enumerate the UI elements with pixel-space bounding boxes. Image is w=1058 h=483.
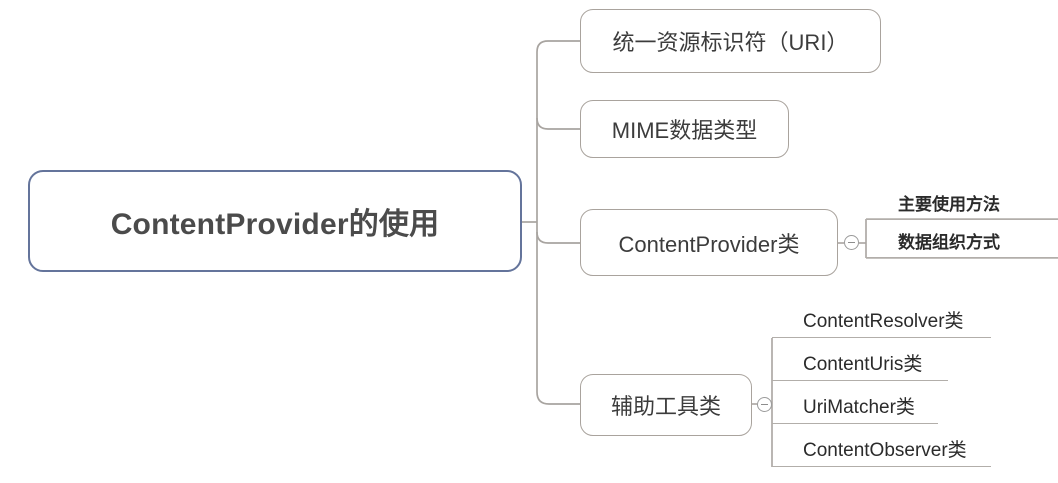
mindmap-leaf-urimatcher[interactable]: UriMatcher类 xyxy=(772,383,938,424)
leaf-data-organization-label: 数据组织方式 xyxy=(898,233,1000,252)
collapse-minus-icon[interactable] xyxy=(844,235,859,250)
root-node-label: ContentProvider的使用 xyxy=(110,208,440,241)
node-contentprovider-class-label: ContentProvider类 xyxy=(618,231,800,257)
node-uri-label: 统一资源标识符（URI） xyxy=(612,30,849,55)
mindmap-node-helper-tools-class[interactable]: 辅助工具类 xyxy=(580,374,752,436)
mindmap-root-node[interactable]: ContentProvider的使用 xyxy=(28,170,522,272)
leaf-contentresolver-label: ContentResolver类 xyxy=(803,311,964,332)
mindmap-node-uri[interactable]: 统一资源标识符（URI） xyxy=(580,9,881,73)
leaf-contenturis-label: ContentUris类 xyxy=(803,354,923,375)
mindmap-leaf-contentobserver[interactable]: ContentObserver类 xyxy=(772,426,991,467)
mindmap-leaf-main-usage[interactable]: 主要使用方法 xyxy=(866,188,1058,220)
leaf-urimatcher-label: UriMatcher类 xyxy=(803,397,915,418)
connector-branch-contentprovider xyxy=(536,231,580,244)
connector-branch-mime xyxy=(536,117,580,130)
collapse-minus-icon[interactable] xyxy=(757,397,772,412)
leaf-main-usage-label: 主要使用方法 xyxy=(898,195,1000,214)
connector-branch-tools xyxy=(536,391,580,405)
connector-branch-uri xyxy=(536,40,580,53)
mindmap-node-mime[interactable]: MIME数据类型 xyxy=(580,100,789,158)
mindmap-leaf-data-organization[interactable]: 数据组织方式 xyxy=(866,222,1058,258)
mindmap-leaf-contenturis[interactable]: ContentUris类 xyxy=(772,340,948,381)
node-helper-tools-class-label: 辅助工具类 xyxy=(610,394,721,419)
node-mime-label: MIME数据类型 xyxy=(611,118,758,143)
mindmap-leaf-contentresolver[interactable]: ContentResolver类 xyxy=(772,302,991,338)
leaf-contentobserver-label: ContentObserver类 xyxy=(803,440,967,461)
mindmap-node-contentprovider-class[interactable]: ContentProvider类 xyxy=(580,209,838,276)
